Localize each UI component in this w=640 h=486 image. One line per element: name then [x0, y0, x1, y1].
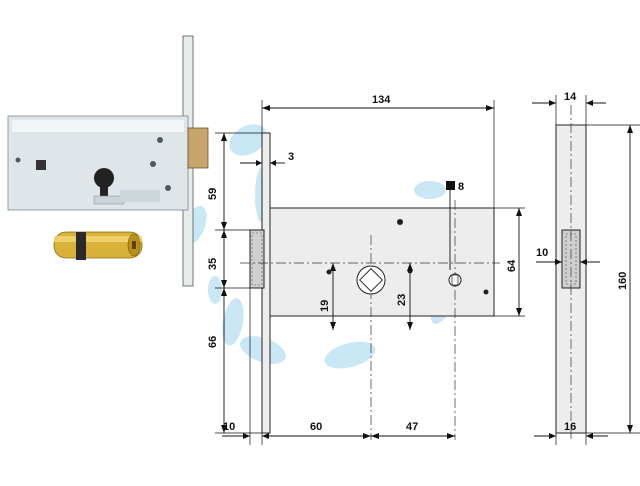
dim-side-height: 160 — [617, 272, 629, 290]
square-spindle-marker — [446, 181, 455, 190]
dim-follower-height: 35 — [207, 258, 219, 270]
dim-front-width: 134 — [372, 94, 391, 106]
front-key-hole — [448, 273, 462, 287]
front-lock-case — [269, 207, 495, 317]
dim-body-height: 64 — [506, 259, 518, 272]
dim-key-offset: 23 — [396, 294, 408, 306]
dim-axis-to-bottom: 66 — [207, 336, 219, 348]
dim-side-faceplate-width: 14 — [564, 91, 577, 103]
photo-latch-bolt — [187, 127, 209, 169]
dim-backset-offset: 10 — [223, 421, 235, 433]
dim-square-spindle: 8 — [458, 181, 464, 193]
photo-cam — [76, 232, 86, 260]
side-view: 14 160 10 16 — [532, 91, 640, 445]
dim-top-to-axis: 59 — [207, 188, 219, 200]
front-latch — [249, 229, 265, 289]
front-view — [240, 132, 500, 440]
dim-follower-to-key: 47 — [406, 421, 418, 433]
dim-backset: 60 — [310, 421, 322, 433]
lock-photo — [7, 35, 209, 287]
front-dimensions: 134 3 59 35 66 10 60 47 — [207, 94, 525, 445]
dim-side-bottom-width: 16 — [564, 421, 576, 433]
photo-follower-square — [36, 160, 46, 170]
dim-keyhole-offset: 19 — [319, 300, 331, 312]
dim-faceplate-thickness: 3 — [288, 151, 294, 163]
dim-side-follower-width: 10 — [536, 247, 548, 259]
